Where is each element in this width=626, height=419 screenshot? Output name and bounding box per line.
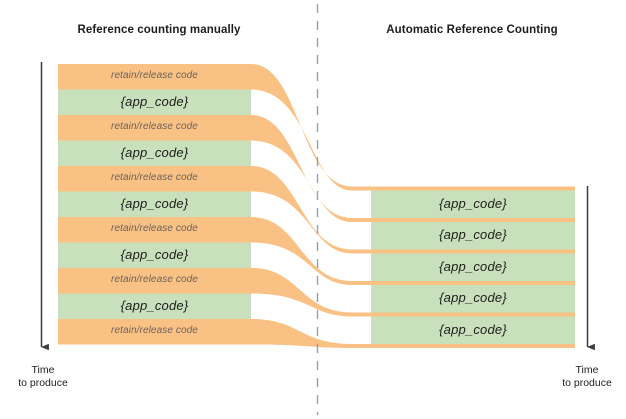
bar-app-1 [58,89,251,115]
bar-app-2 [58,140,251,166]
time-caption-left-line1: Time [31,364,55,376]
right-block-app-1 [371,190,575,218]
right-block-app-2 [371,222,575,250]
heading-automatic: Automatic Reference Counting [386,24,558,36]
time-caption-right-line1: Time [575,364,599,376]
bar-app-4 [58,242,251,268]
time-caption-left-line2: to produce [18,377,68,389]
right-column-blocks [371,190,575,344]
bar-retain-5 [58,268,251,294]
left-column-bars [58,64,251,345]
time-caption-left: Time to produce [0,364,86,390]
right-block-app-5 [371,316,575,344]
bar-retain-3 [58,166,251,192]
bar-retain-6 [58,319,251,345]
flow-ribbon-6 [251,319,575,348]
bar-retain-2 [58,115,251,141]
heading-manual: Reference counting manually [77,24,241,36]
time-caption-right: Time to produce [544,364,626,390]
flow-ribbon-1 [251,64,575,191]
time-caption-right-line2: to produce [562,377,612,389]
flow-ribbons [251,64,575,348]
bar-app-3 [58,191,251,217]
bar-app-5 [58,293,251,319]
right-block-app-3 [371,253,575,281]
right-block-app-4 [371,285,575,313]
bar-retain-1 [58,64,251,90]
bar-retain-4 [58,217,251,243]
